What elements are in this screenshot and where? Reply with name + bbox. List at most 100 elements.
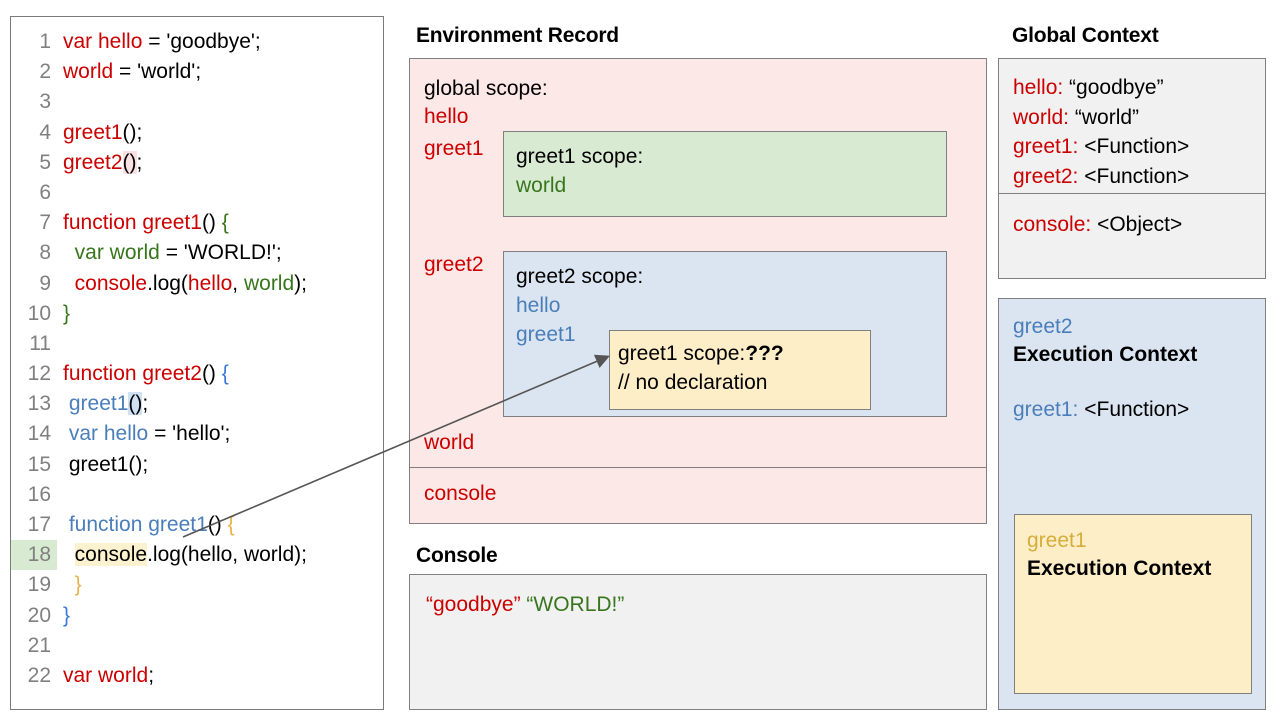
code-line-number: 11 [29,331,51,355]
code-token: greet1 [63,120,123,144]
code-token [63,543,75,566]
code-line-number: 14 [27,422,51,446]
code-line: 19 } [11,570,383,600]
code-line: 9 console.log(hello, world); [11,269,383,299]
code-token: = 'WORLD!'; [159,241,282,265]
greet1-scope-header: greet1 scope: [516,145,644,168]
global-binding-greet2: greet2 [424,253,484,276]
code-line-text: greet1(); [57,118,142,148]
code-token: var hello [68,422,149,446]
code-line-number: 8 [39,241,51,265]
code-line-number: 10 [27,301,51,325]
greet1-scope-var-world: world [516,174,567,197]
code-token: greet1(); [63,452,149,476]
code-token: var world [74,241,160,265]
code-line: 13 greet1(); [11,389,383,419]
greet2-binding-greet1: greet1: <Function> [1013,395,1265,424]
greet1-inner-unknown-marker: ??? [745,342,784,365]
code-token: () [122,150,137,174]
greet2-scope-var-greet1: greet1 [516,323,576,346]
code-token: var hello [63,30,143,53]
code-token: .log( [147,271,188,295]
code-line-number: 3 [39,90,51,114]
code-line-number: 12 [27,362,51,386]
code-token: () [207,513,228,536]
code-line-number: 6 [39,180,51,204]
code-token: } [63,301,71,325]
global-context-console-value: <Object> [1097,213,1183,236]
global-context-panel: hello: “goodbye”world: “world”greet1: <F… [998,58,1266,279]
code-token: world [63,60,114,84]
code-token: { [221,362,229,386]
code-token: console [74,543,148,567]
global-context-console-binding: console: <Object> [999,194,1265,240]
code-line-text: } [57,601,70,631]
code-line: 15 greet1(); [11,450,383,480]
code-token: } [74,573,82,597]
code-token: ; [136,150,143,174]
code-token: = 'goodbye'; [142,30,261,53]
code-token: greet1 [68,392,129,416]
console-title: Console [416,544,498,567]
code-token: greet2 [63,150,123,174]
global-context-binding-value: “world” [1069,105,1140,129]
global-context-binding-key: greet2: [1013,164,1079,188]
code-line-number: 20 [27,603,51,627]
greet1-inner-scope-comment: // no declaration [618,371,768,394]
code-line: 17 function greet1() { [11,510,383,540]
environment-record-title: Environment Record [416,24,619,47]
greet2-scope-box: greet2 scope: hello greet1 greet1 scope:… [503,251,947,417]
greet2-execution-context-label: Execution Context [1013,343,1198,366]
code-line-text: } [57,299,70,329]
code-line-text: var world = 'WORLD!'; [57,238,282,268]
code-line: 8 var world = 'WORLD!'; [11,238,383,268]
code-line-text: greet1(); [57,450,148,480]
code-token: console [74,271,148,295]
code-token: hello [187,271,233,295]
code-line-text: var hello = 'goodbye'; [57,27,261,57]
code-line-text: greet2(); [57,148,142,178]
code-line-number: 9 [39,271,51,295]
console-output-token: “goodbye” [426,593,521,616]
code-line-text: greet1(); [57,389,148,419]
code-line: 21 [11,631,383,661]
code-line-number: 16 [27,482,51,506]
code-line: 20} [11,601,383,631]
code-token [63,573,75,596]
code-token: () [128,392,143,416]
code-line: 18 console.log(hello, world); [11,540,383,571]
code-token: (); [122,120,143,144]
code-token: () [201,211,222,235]
code-line-number: 5 [39,150,51,174]
greet1-inner-scope-header: greet1 scope:??? [618,339,870,368]
code-line-number: 17 [27,513,51,536]
environment-record-console-row: console [410,468,986,523]
global-scope-label: global scope: [424,77,548,100]
greet1-scope-box: greet1 scope: world [503,131,947,217]
greet2-execution-context-bindings: greet1: <Function> [1013,395,1265,424]
code-line-text: console.log(hello, world); [57,540,307,570]
code-line-number: 7 [39,211,51,235]
global-context-binding-value: “goodbye” [1063,76,1164,99]
global-binding-world: world [424,431,475,454]
global-binding-greet1: greet1 [424,137,484,160]
code-token: { [221,211,229,235]
code-line: 14 var hello = 'hello'; [11,419,383,449]
global-context-binding-value: <Function> [1078,135,1190,158]
code-token [63,272,75,295]
code-line-number: 18 [11,540,57,571]
code-token: var world [63,663,149,687]
code-line: 16 [11,480,383,510]
greet2-execution-context-panel: greet2 Execution Context greet1: <Functi… [998,298,1266,710]
code-token: .log(hello, world); [147,543,307,567]
global-context-binding-key: greet1: [1013,135,1079,158]
global-context-binding-row: greet1: <Function> [1013,132,1265,162]
global-context-binding-row: greet2: <Function> [1013,162,1265,192]
code-line-text: var hello = 'hello'; [57,419,231,449]
greet2-binding-greet1-key: greet1: [1013,398,1079,421]
greet1-execution-context-panel: greet1 Execution Context [1014,514,1252,694]
